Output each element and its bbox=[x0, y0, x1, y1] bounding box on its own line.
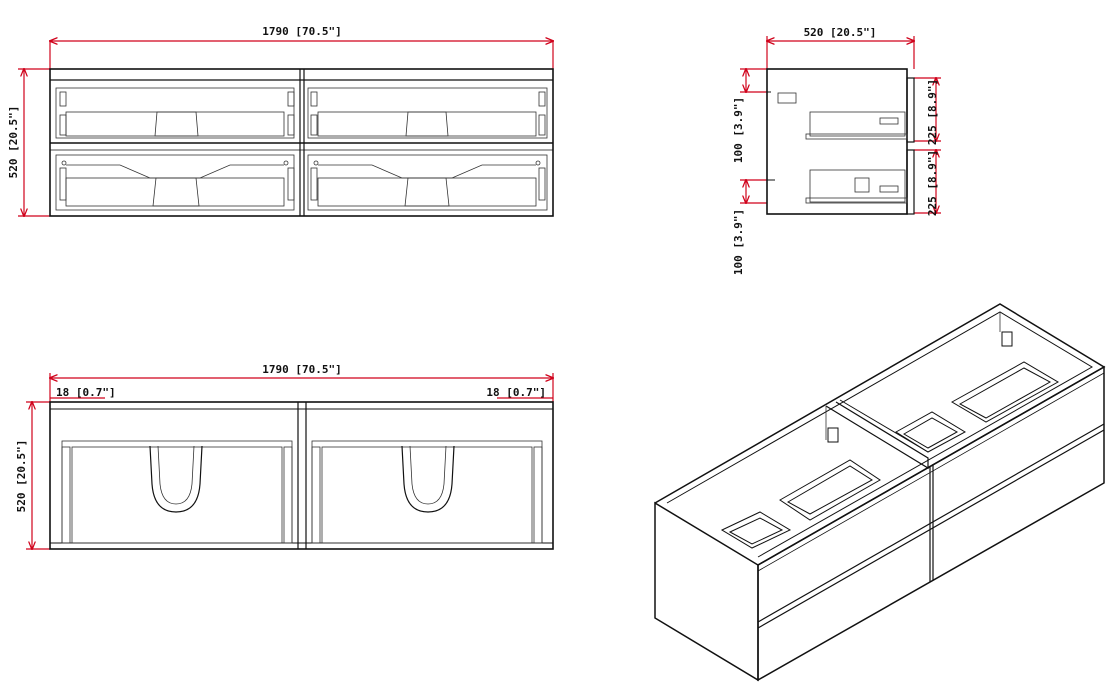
side-depth-dimension: 520 [20.5"] bbox=[767, 26, 914, 69]
side-view: 520 [20.5"] 100 [3.9"] 100 [3.9"] 225 [8… bbox=[732, 26, 941, 275]
top-height-dimension: 520 [20.5"] bbox=[15, 402, 50, 549]
side-lower-right-dimension: 225 [8.9"] bbox=[914, 150, 941, 216]
top-left-drawer bbox=[61, 440, 293, 544]
front-drawer-top-right bbox=[307, 87, 548, 139]
isometric-view bbox=[654, 303, 1106, 682]
side-lower-left-label: 100 [3.9"] bbox=[732, 209, 745, 275]
side-lower-drawer-box bbox=[805, 169, 908, 204]
top-right-panel-dimension: 18 [0.7"] bbox=[486, 386, 553, 399]
iso-front-face bbox=[757, 365, 1105, 682]
front-height-dimension: 520 [20.5"] bbox=[7, 69, 50, 216]
top-width-dimension: 1790 [70.5"] bbox=[50, 363, 553, 402]
side-upper-left-label: 100 [3.9"] bbox=[732, 97, 745, 163]
side-upper-right-label: 225 [8.9"] bbox=[926, 79, 939, 145]
top-right-panel-label: 18 [0.7"] bbox=[486, 386, 546, 399]
top-left-panel-label: 18 [0.7"] bbox=[56, 386, 116, 399]
top-left-panel-dimension: 18 [0.7"] bbox=[50, 386, 116, 399]
top-view: 1790 [70.5"] 18 [0.7"] 18 [0.7"] 520 [20… bbox=[15, 363, 553, 549]
iso-left-side bbox=[654, 501, 759, 682]
side-depth-label: 520 [20.5"] bbox=[804, 26, 877, 39]
front-height-label: 520 [20.5"] bbox=[7, 106, 20, 179]
top-cabinet-outline bbox=[49, 401, 554, 550]
side-upper-drawer-box bbox=[777, 92, 908, 140]
front-drawer-bottom-right bbox=[307, 154, 548, 211]
iso-left-drawer-boxes bbox=[720, 459, 881, 549]
front-width-label: 1790 [70.5"] bbox=[262, 25, 341, 38]
top-right-drawer bbox=[311, 440, 543, 544]
iso-top-rim bbox=[654, 303, 1106, 566]
side-lower-left-dimension: 100 [3.9"] bbox=[732, 180, 767, 275]
front-drawer-bottom-left bbox=[55, 154, 295, 211]
side-upper-left-dimension: 100 [3.9"] bbox=[732, 69, 767, 163]
top-height-label: 520 [20.5"] bbox=[15, 440, 28, 513]
iso-right-drawer-boxes bbox=[895, 361, 1060, 453]
front-view: 1790 [70.5"] 520 [20.5"] bbox=[7, 25, 553, 216]
front-drawer-top-left bbox=[55, 87, 295, 139]
side-upper-right-dimension: 225 [8.9"] bbox=[914, 78, 941, 145]
side-lower-right-label: 225 [8.9"] bbox=[926, 150, 939, 216]
top-width-label: 1790 [70.5"] bbox=[262, 363, 341, 376]
front-width-dimension: 1790 [70.5"] bbox=[50, 25, 553, 70]
